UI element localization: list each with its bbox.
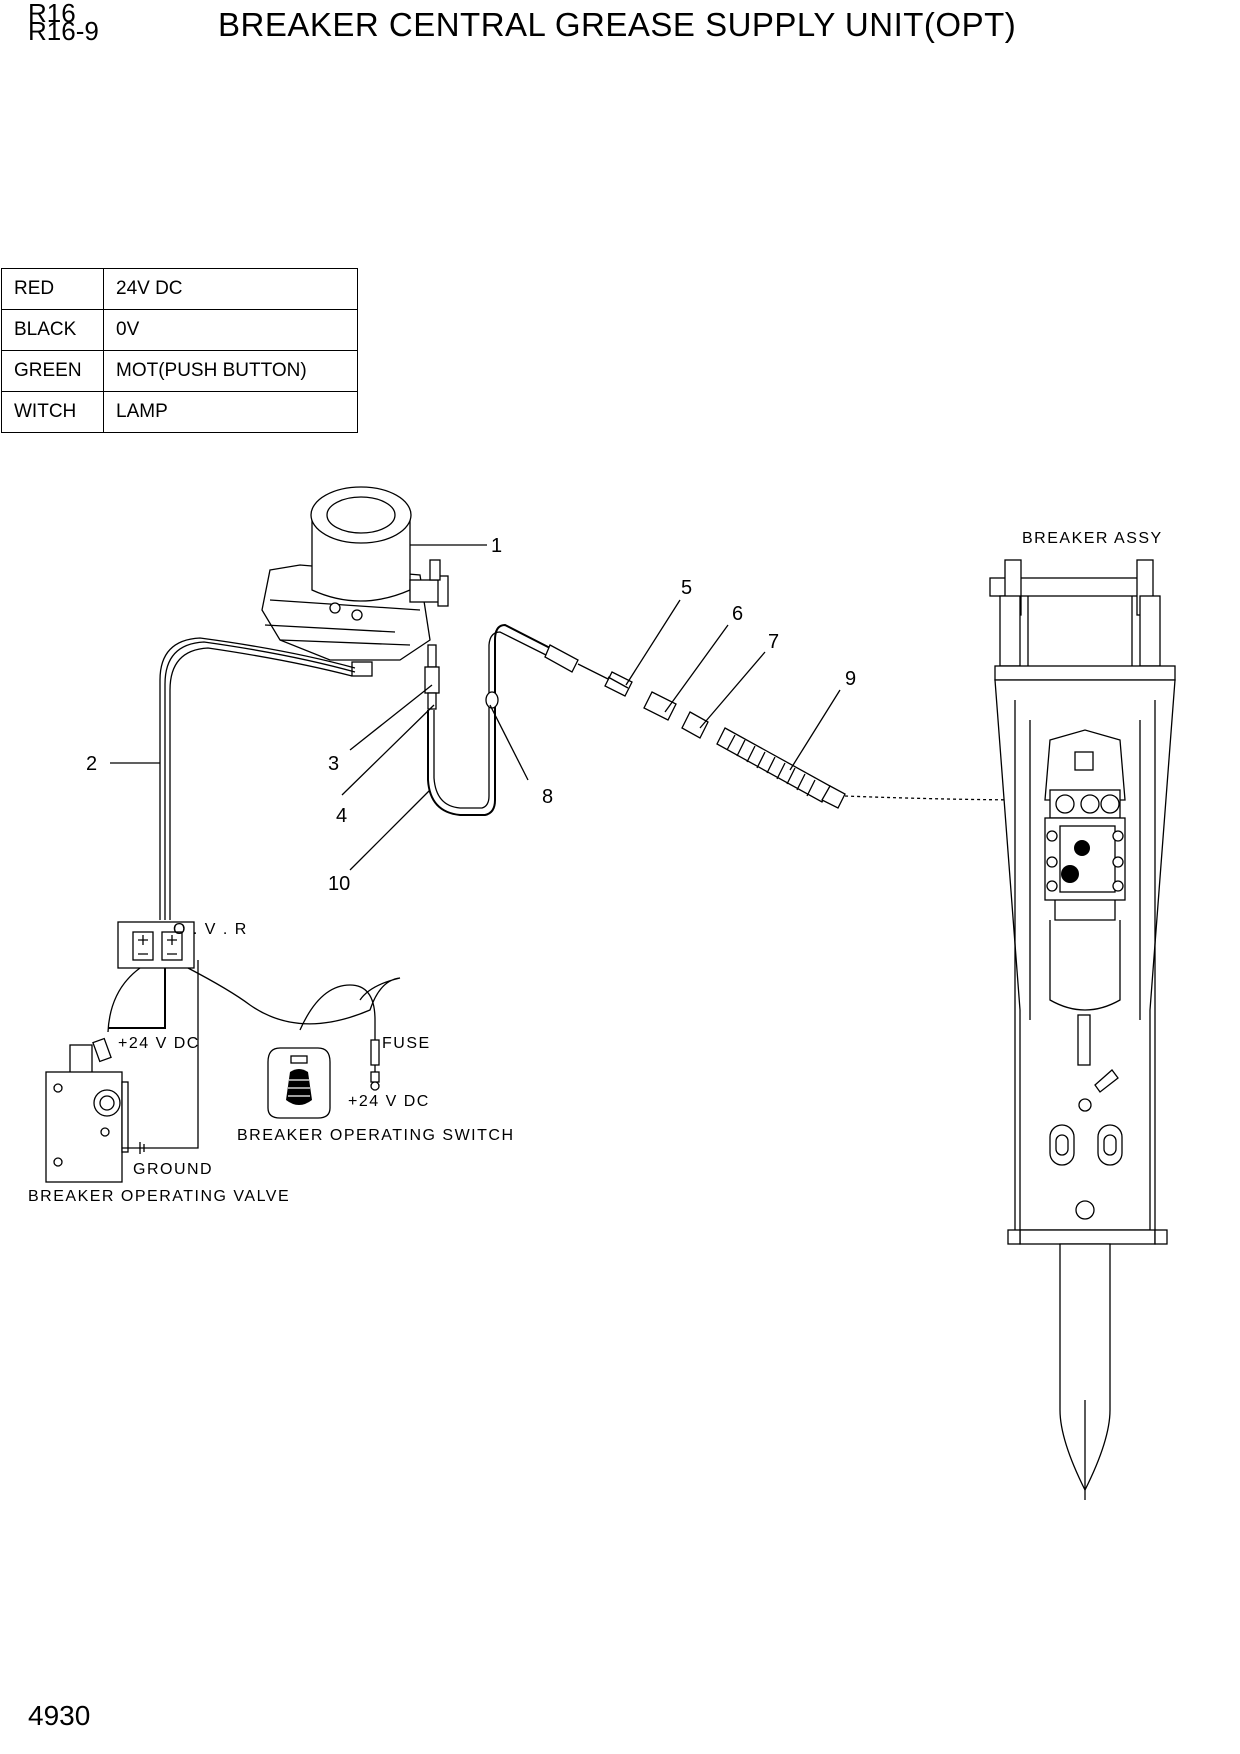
page-number: 4930 <box>28 1700 91 1731</box>
fuse-label: FUSE <box>382 1035 431 1052</box>
ground-label: GROUND <box>133 1161 213 1178</box>
operating-valve-label: BREAKER OPERATING VALVE <box>28 1188 290 1205</box>
legend-meaning-cell: MOT(PUSH BUTTON) <box>103 350 358 392</box>
callout-8: 8 <box>542 786 553 808</box>
grease-pump-unit <box>261 486 449 677</box>
callout-3: 3 <box>328 753 339 775</box>
callout-10: 10 <box>328 873 350 895</box>
callout-5: 5 <box>681 577 692 599</box>
legend-row: BLACK 0V <box>1 309 358 351</box>
model-number-primary: R16 <box>28 0 76 28</box>
callout-numbers: 1 2 3 4 5 6 7 8 9 10 <box>86 535 856 895</box>
breaker-assy-label: BREAKER ASSY <box>1022 530 1163 547</box>
steel-pipe <box>427 623 611 816</box>
callout-4: 4 <box>336 805 347 827</box>
callout-1: 1 <box>491 535 502 557</box>
callout-9: 9 <box>845 668 856 690</box>
electrical-wiring <box>107 960 401 1149</box>
legend-meaning-cell: 24V DC <box>103 268 358 310</box>
wire-color-legend: RED 24V DC BLACK 0V GREEN MOT(PUSH BUTTO… <box>1 268 358 433</box>
model-number-secondary: R16-9 <box>28 16 99 46</box>
legend-meaning-cell: LAMP <box>103 391 358 433</box>
legend-row: RED 24V DC <box>1 268 358 310</box>
ovr-relay <box>117 921 195 969</box>
legend-color-cell: RED <box>1 268 104 310</box>
adapter-5 <box>604 671 633 697</box>
callout-7: 7 <box>768 631 779 653</box>
callout-6: 6 <box>732 603 743 625</box>
legend-color-cell: GREEN <box>1 350 104 392</box>
legend-color-cell: WITCH <box>1 391 104 433</box>
legend-row: WITCH LAMP <box>1 391 358 433</box>
page-title: BREAKER CENTRAL GREASE SUPPLY UNIT(OPT) <box>218 6 1017 43</box>
fuse <box>370 1039 380 1091</box>
legend-meaning-cell: 0V <box>103 309 358 351</box>
wire-harness <box>159 637 356 920</box>
legend-row: GREEN MOT(PUSH BUTTON) <box>1 350 358 392</box>
nut-7 <box>681 711 709 739</box>
fuse-voltage-label: +24 V DC <box>348 1093 430 1110</box>
flexible-hose-9 <box>716 727 1046 809</box>
component-labels: BREAKER ASSY O . V . R +24 V DC FUSE +24… <box>28 530 1163 1205</box>
ovr-label: O . V . R <box>173 921 248 938</box>
callout-2: 2 <box>86 753 97 775</box>
breaker-operating-valve <box>45 1037 145 1183</box>
breaker-operating-switch <box>267 1047 331 1119</box>
adapter-6 <box>643 691 677 721</box>
breaker-assembly <box>989 559 1176 1500</box>
fitting-3-4 <box>424 644 440 710</box>
leader-lines <box>110 544 841 871</box>
supply-voltage-label: +24 V DC <box>118 1035 200 1052</box>
operating-switch-label: BREAKER OPERATING SWITCH <box>237 1127 515 1144</box>
